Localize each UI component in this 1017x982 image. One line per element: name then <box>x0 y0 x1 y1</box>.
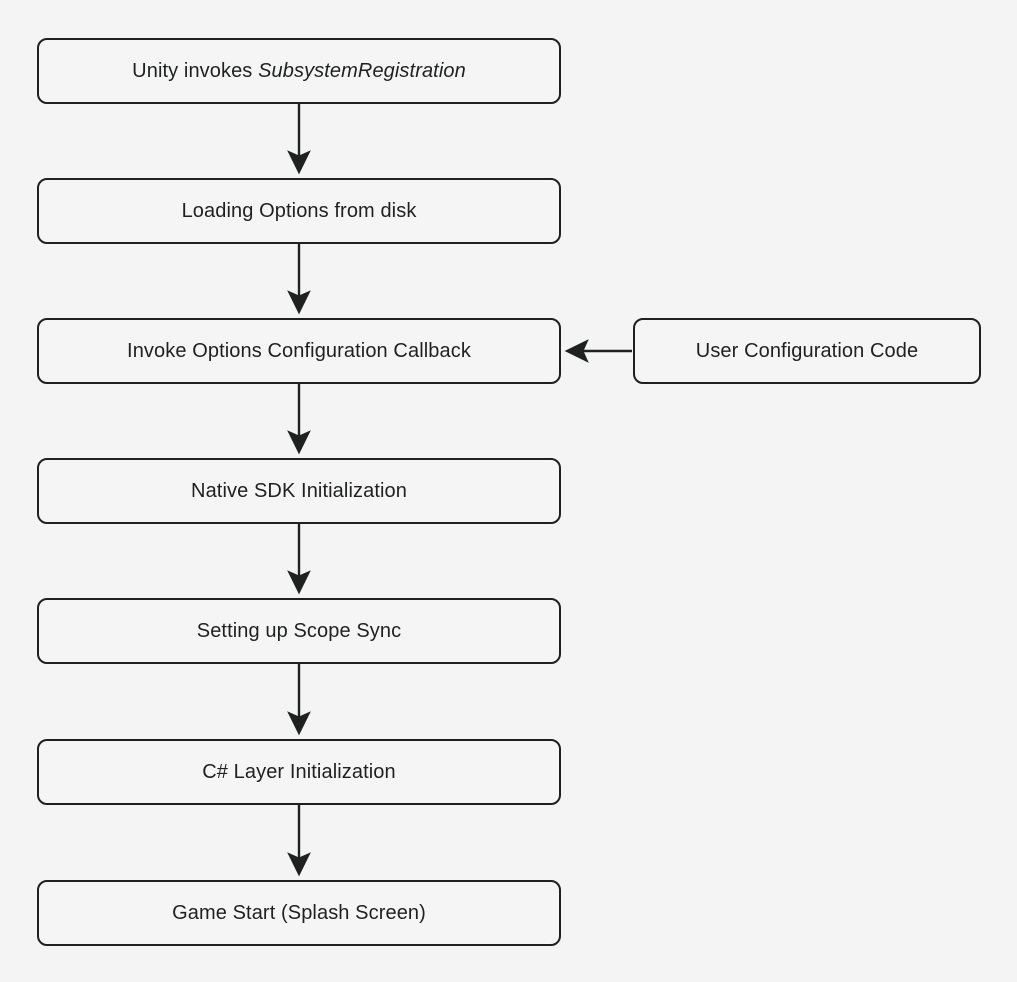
node-game-start-splash-screen[interactable]: Game Start (Splash Screen) <box>37 880 561 946</box>
node-label: Game Start (Splash Screen) <box>172 902 426 924</box>
node-label: C# Layer Initialization <box>202 761 396 783</box>
node-invoke-options-configuration-callback[interactable]: Invoke Options Configuration Callback <box>37 318 561 384</box>
node-label-emphasis: SubsystemRegistration <box>258 60 466 82</box>
node-label: Loading Options from disk <box>181 200 417 222</box>
node-csharp-layer-initialization[interactable]: C# Layer Initialization <box>37 739 561 805</box>
node-user-configuration-code[interactable]: User Configuration Code <box>633 318 981 384</box>
node-label: User Configuration Code <box>695 340 919 362</box>
node-setting-up-scope-sync[interactable]: Setting up Scope Sync <box>37 598 561 664</box>
node-label: Invoke Options Configuration Callback <box>127 340 471 362</box>
node-label: Native SDK Initialization <box>191 480 407 502</box>
node-label: Setting up Scope Sync <box>196 620 402 642</box>
node-unity-invokes-subsystemregistration[interactable]: Unity invokes SubsystemRegistration <box>37 38 561 104</box>
node-loading-options-from-disk[interactable]: Loading Options from disk <box>37 178 561 244</box>
node-label: Unity invokes SubsystemRegistration <box>120 58 478 84</box>
node-native-sdk-initialization[interactable]: Native SDK Initialization <box>37 458 561 524</box>
node-label-plain: Unity invokes <box>132 60 259 82</box>
